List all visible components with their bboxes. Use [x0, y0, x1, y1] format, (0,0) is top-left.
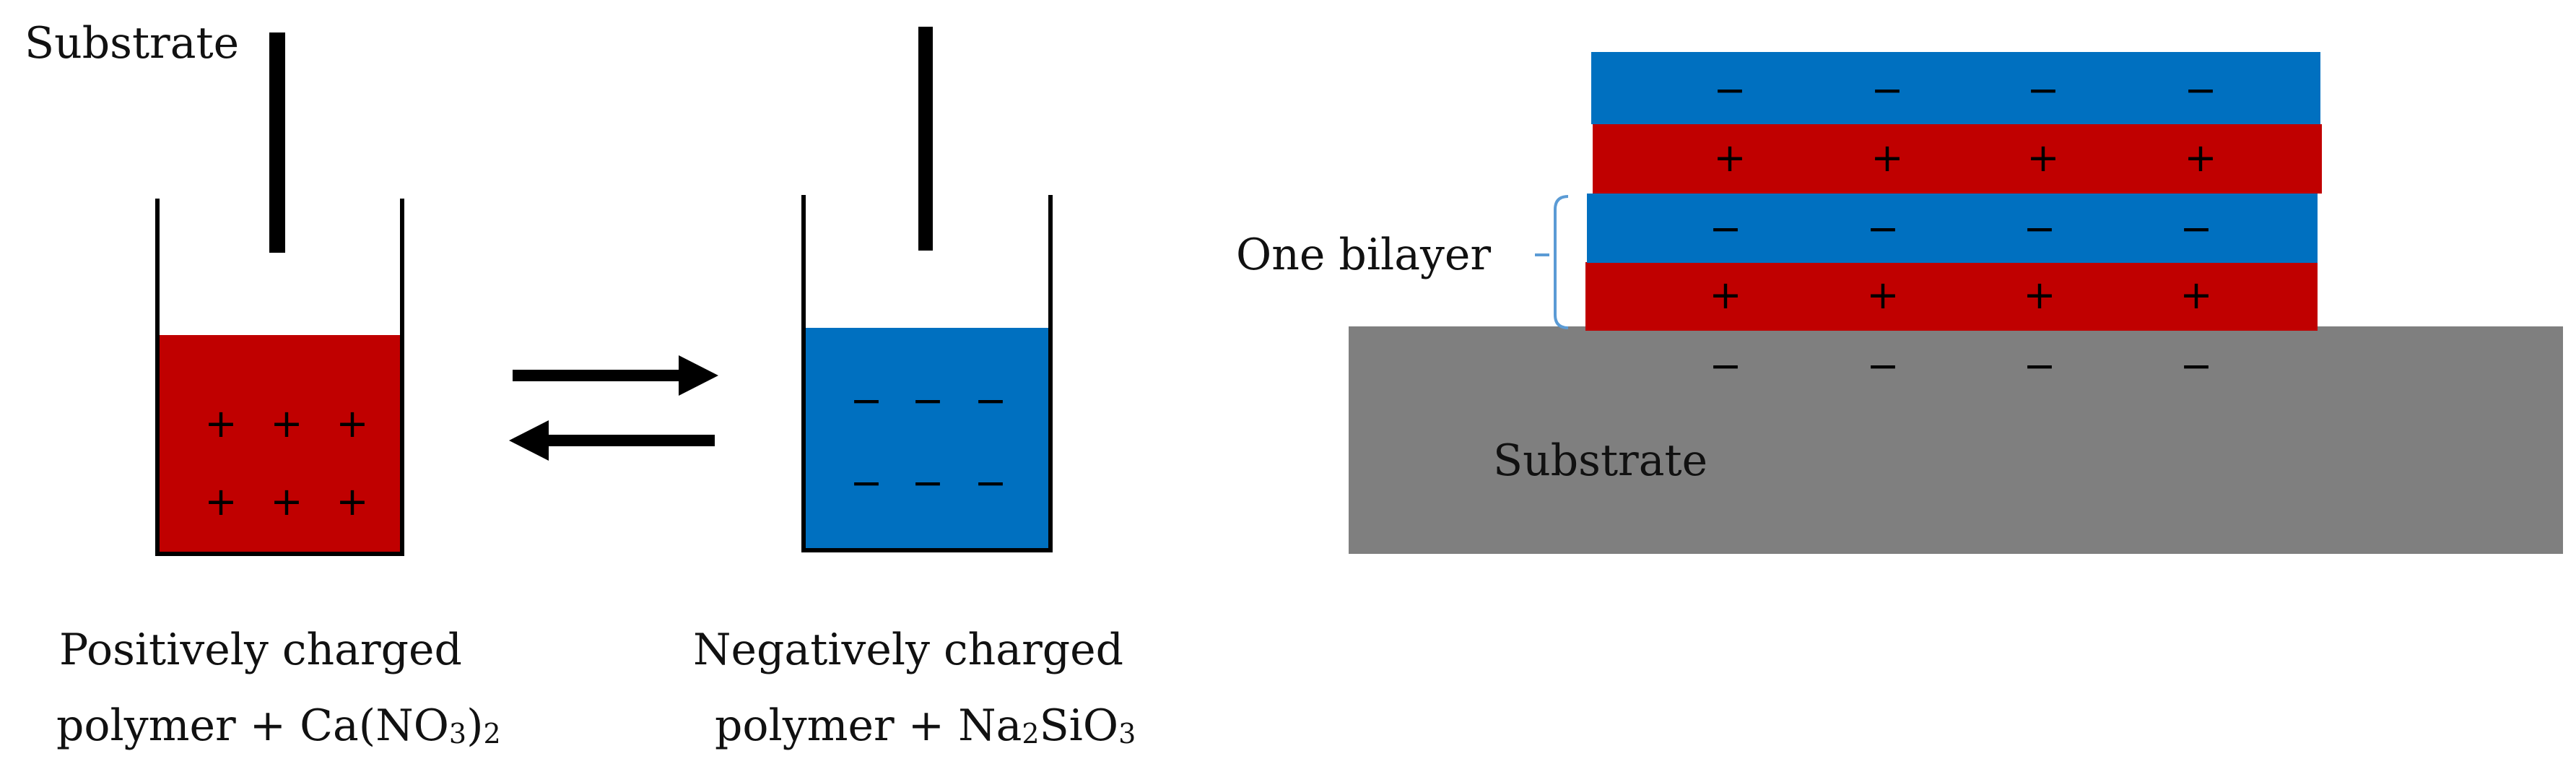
minus-sign: −: [1871, 67, 1904, 113]
plus-sign: +: [204, 479, 238, 524]
plus-sign: +: [2184, 135, 2217, 181]
minus-sign: −: [2023, 206, 2056, 251]
substrate-label-top: Substrate: [25, 18, 240, 69]
plus-sign: +: [1871, 135, 1904, 181]
minus-sign: −: [2023, 343, 2056, 388]
substrate-label-bottom: Substrate: [1493, 435, 1708, 486]
plus-sign: +: [2023, 272, 2056, 318]
beaker-positive: [155, 199, 404, 556]
plus-sign: +: [336, 479, 369, 524]
minus-sign: −: [1713, 67, 1746, 113]
minus-sign: −: [1866, 343, 1900, 388]
substrate-rod-right: [918, 27, 933, 251]
plus-sign: +: [270, 401, 303, 446]
positive-layer-2: [1593, 124, 2322, 194]
minus-sign: −: [1709, 343, 1742, 388]
minus-sign: −: [2027, 67, 2060, 113]
negative-solution: [806, 328, 1048, 548]
beaker-negative: [801, 195, 1053, 552]
minus-sign: −: [974, 378, 1007, 423]
one-bilayer-label: One bilayer: [1236, 230, 1492, 280]
positive-caption-line1: Positively charged: [59, 625, 462, 675]
minus-sign: −: [1709, 206, 1742, 251]
bilayer-bracket: [1535, 195, 1569, 329]
negative-caption-line2: polymer + Na2SiO3: [715, 700, 1136, 751]
plus-sign: +: [270, 479, 303, 524]
plus-sign: +: [1866, 272, 1900, 318]
plus-sign: +: [204, 401, 238, 446]
plus-sign: +: [2180, 272, 2213, 318]
substrate-block: [1349, 326, 2563, 554]
plus-sign: +: [2027, 135, 2060, 181]
exchange-arrows: [509, 355, 718, 461]
negative-layer-2: [1591, 52, 2320, 124]
minus-sign: −: [911, 460, 944, 505]
minus-sign: −: [974, 460, 1007, 505]
minus-sign: −: [2184, 67, 2217, 113]
minus-sign: −: [850, 460, 883, 505]
negative-layer-1: [1587, 194, 2318, 263]
positive-caption-line2: polymer + Ca(NO3)2: [56, 700, 501, 751]
minus-sign: −: [1866, 206, 1900, 251]
plus-sign: +: [1709, 272, 1742, 318]
minus-sign: −: [2180, 206, 2213, 251]
positive-solution: [160, 335, 400, 552]
plus-sign: +: [1713, 135, 1746, 181]
minus-sign: −: [2180, 343, 2213, 388]
positive-layer-1: [1585, 262, 2318, 331]
minus-sign: −: [850, 378, 883, 423]
minus-sign: −: [911, 378, 944, 423]
substrate-rod-left: [269, 32, 285, 253]
negative-caption-line1: Negatively charged: [693, 625, 1124, 675]
plus-sign: +: [336, 401, 369, 446]
